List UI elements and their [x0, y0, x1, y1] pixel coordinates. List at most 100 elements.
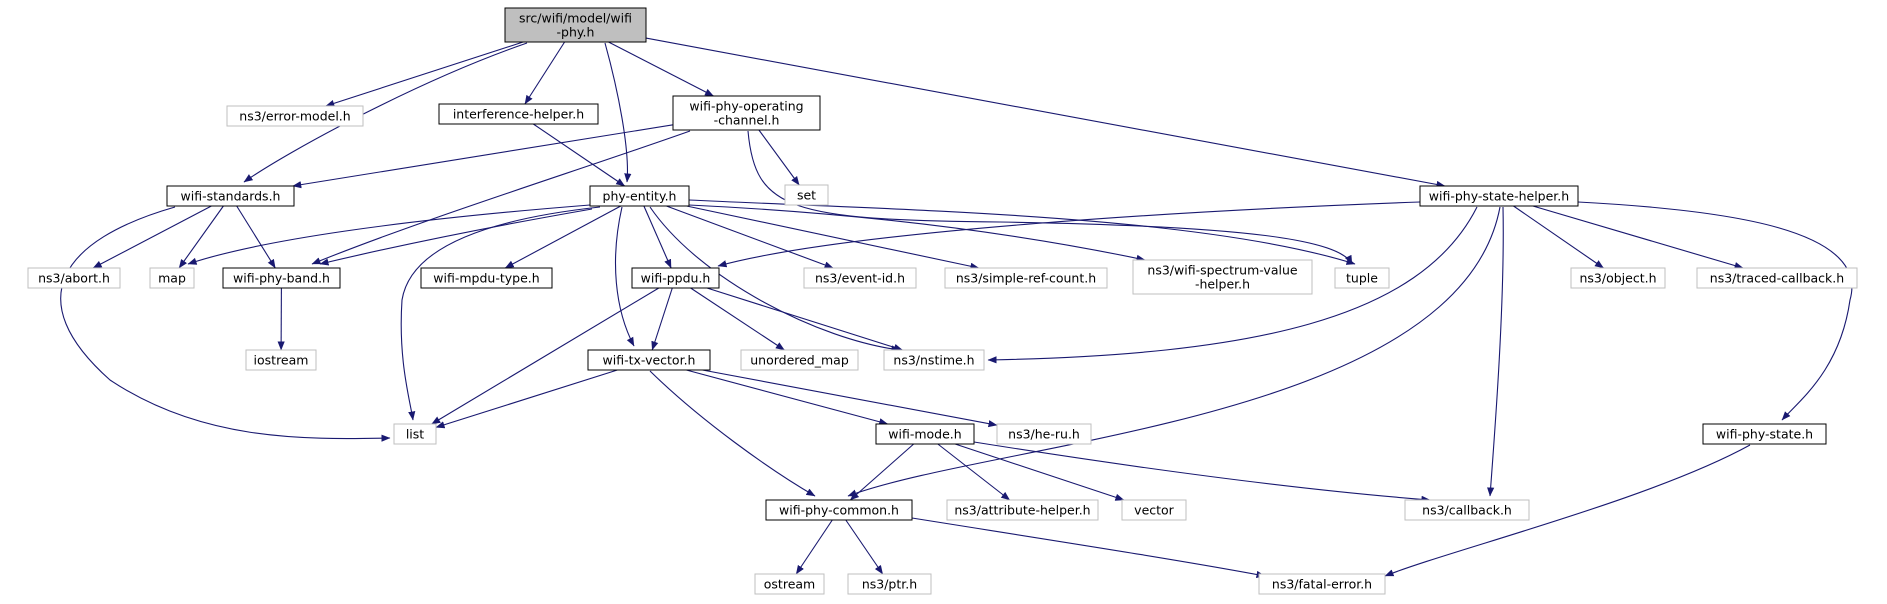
node-box [740, 349, 859, 371]
edge-phy-entity-to-tuple [688, 199, 1356, 265]
node-label: phy-entity.h [603, 189, 677, 204]
edge-phy-entity-to-wifi-phy-band [319, 208, 593, 266]
node-wifi-phy-state-helper[interactable]: wifi-phy-state-helper.h [1419, 185, 1579, 207]
node-box [222, 267, 341, 289]
edge-phy-entity-to-wifi-ppdu [643, 205, 672, 269]
edge-phy-entity-to-simple-ref-count [686, 205, 980, 270]
node-wifi-mpdu-type[interactable]: wifi-mpdu-type.h [420, 267, 553, 289]
edge-root-to-wifi-phy-state-helper [645, 37, 1446, 188]
node-box [875, 423, 975, 445]
edge-wifi-ppdu-to-list [431, 287, 660, 425]
node-map: map [149, 267, 195, 289]
node-label: wifi-phy-operating [689, 99, 803, 114]
edges-layer [60, 37, 1853, 578]
node-label: wifi-phy-state.h [1716, 427, 1813, 442]
edge-phy-entity-to-wifi-tx-vector [614, 206, 635, 347]
node-box [1121, 499, 1187, 521]
node-nstime: ns3/nstime.h [883, 349, 985, 371]
edge-phy-entity-to-wifi-mpdu-type [504, 205, 622, 269]
node-wifi-ppdu[interactable]: wifi-ppdu.h [631, 267, 720, 289]
node-box [672, 95, 821, 131]
edge-wifi-standards-to-wifi-phy-band [236, 205, 276, 269]
edge-phy-entity-to-event-id [666, 205, 834, 269]
node-simple-ref-count: ns3/simple-ref-count.h [944, 267, 1108, 289]
node-box [944, 267, 1108, 289]
edge-root-to-error-model [325, 41, 524, 107]
node-list: list [393, 423, 437, 445]
node-box [803, 267, 917, 289]
node-label: ns3/wifi-spectrum-value [1147, 263, 1297, 278]
node-he-ru: ns3/he-ru.h [996, 423, 1092, 445]
node-label: wifi-tx-vector.h [603, 353, 696, 368]
node-abort: ns3/abort.h [27, 267, 121, 289]
node-box [847, 573, 932, 595]
node-phy-entity[interactable]: phy-entity.h [589, 185, 690, 207]
edge-wifi-mode-to-attribute-helper [937, 443, 1011, 501]
edge-wifi-standards-to-abort [92, 205, 212, 269]
edge-wifi-standards-to-map [178, 205, 224, 269]
edge-wifi-phy-operating-channel-to-wifi-standards [292, 124, 674, 189]
node-wifi-phy-band[interactable]: wifi-phy-band.h [222, 267, 341, 289]
node-label: wifi-phy-band.h [233, 271, 330, 286]
node-label: ns3/attribute-helper.h [954, 503, 1090, 518]
node-box [1702, 423, 1827, 445]
node-wifi-tx-vector[interactable]: wifi-tx-vector.h [587, 349, 711, 371]
edge-interference-helper-to-phy-entity [532, 123, 626, 187]
edge-wifi-phy-state-helper-to-callback [1487, 206, 1504, 497]
node-label: tuple [1346, 271, 1378, 286]
node-box [1132, 259, 1313, 295]
node-error-model: ns3/error-model.h [226, 105, 364, 127]
node-label: ns3/callback.h [1422, 503, 1512, 518]
node-box [504, 7, 647, 43]
node-label: wifi-mpdu-type.h [433, 271, 539, 286]
node-label: -helper.h [1195, 277, 1250, 292]
edge-wifi-ppdu-to-nstime [706, 287, 903, 351]
node-box [946, 499, 1099, 521]
edge-wifi-phy-common-to-ostream [795, 519, 833, 575]
edge-wifi-phy-state-helper-to-wifi-phy-state [1577, 201, 1853, 421]
node-label: set [797, 188, 816, 203]
node-box [226, 105, 364, 127]
node-label: wifi-phy-common.h [779, 503, 899, 518]
node-tuple: tuple [1334, 267, 1390, 289]
edge-wifi-ppdu-to-unordered-map [690, 287, 785, 351]
node-label: ns3/event-id.h [815, 271, 905, 286]
node-label: ns3/error-model.h [239, 109, 350, 124]
edge-wifi-standards-to-list [60, 206, 391, 442]
node-wifi-standards[interactable]: wifi-standards.h [166, 185, 295, 207]
node-box [1419, 185, 1579, 207]
node-ostream: ostream [754, 573, 825, 595]
node-wifi-phy-state[interactable]: wifi-phy-state.h [1702, 423, 1827, 445]
node-wifi-phy-operating-channel[interactable]: wifi-phy-operating-channel.h [672, 95, 821, 131]
node-vector: vector [1121, 499, 1187, 521]
node-iostream: iostream [245, 349, 317, 371]
edge-wifi-phy-state-helper-to-traced-callback [1532, 205, 1744, 270]
node-root[interactable]: src/wifi/model/wifi-phy.h [504, 7, 647, 43]
node-box [883, 349, 985, 371]
node-label: src/wifi/model/wifi [519, 11, 632, 26]
node-box [1404, 499, 1530, 521]
node-label: wifi-standards.h [181, 189, 281, 204]
node-box [996, 423, 1092, 445]
edge-wifi-phy-common-to-ptr [845, 519, 884, 575]
node-box [784, 184, 829, 206]
node-ptr: ns3/ptr.h [847, 573, 932, 595]
node-wifi-spectrum-value-helper: ns3/wifi-spectrum-value-helper.h [1132, 259, 1313, 295]
edge-wifi-phy-operating-channel-to-tuple [747, 130, 1353, 265]
edge-phy-entity-to-wifi-spectrum-value-helper [688, 204, 1146, 262]
node-label: ns3/traced-callback.h [1710, 271, 1844, 286]
edge-wifi-tx-vector-to-wifi-mode [686, 369, 889, 426]
node-box [149, 267, 195, 289]
node-wifi-mode[interactable]: wifi-mode.h [875, 423, 975, 445]
edge-root-to-phy-entity [604, 42, 632, 183]
node-label: iostream [254, 353, 309, 368]
node-label: ns3/he-ru.h [1008, 427, 1080, 442]
node-wifi-phy-common[interactable]: wifi-phy-common.h [765, 499, 913, 521]
node-box [438, 103, 599, 125]
node-traced-callback: ns3/traced-callback.h [1696, 267, 1858, 289]
node-event-id: ns3/event-id.h [803, 267, 917, 289]
node-box [1696, 267, 1858, 289]
edge-wifi-phy-state-helper-to-nstime [987, 206, 1478, 364]
node-interference-helper[interactable]: interference-helper.h [438, 103, 599, 125]
